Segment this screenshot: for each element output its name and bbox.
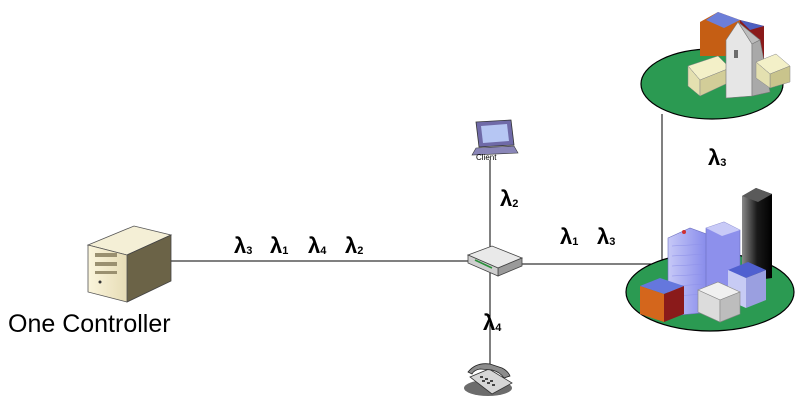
controller-label: One Controller bbox=[8, 310, 171, 338]
computer-icon bbox=[471, 119, 519, 156]
wavelength-label: λ4 bbox=[308, 233, 327, 258]
client-label: Client bbox=[476, 153, 497, 162]
telephone-icon bbox=[464, 363, 513, 396]
wavelength-label: λ3 bbox=[708, 145, 727, 170]
server-icon bbox=[86, 225, 173, 303]
wavelength-label: λ4 bbox=[483, 310, 502, 335]
wavelength-label: λ1 bbox=[270, 233, 289, 258]
wavelength-label: λ2 bbox=[345, 233, 364, 258]
connection-lines bbox=[170, 114, 668, 364]
wavelength-label: λ1 bbox=[560, 224, 579, 249]
wavelength-label: λ3 bbox=[597, 224, 616, 249]
router-icon bbox=[466, 245, 524, 277]
village-icon bbox=[640, 12, 791, 120]
wavelength-label: λ3 bbox=[234, 233, 253, 258]
city-icon bbox=[625, 188, 795, 332]
wavelength-label: λ2 bbox=[500, 186, 519, 211]
